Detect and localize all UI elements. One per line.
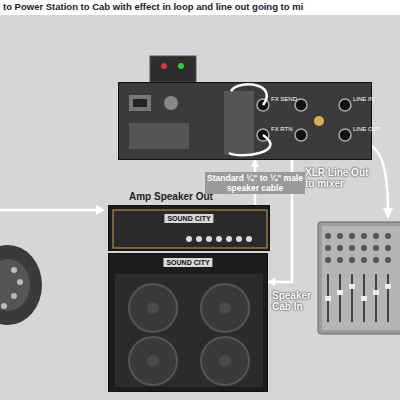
xlr-jack <box>314 116 324 126</box>
shape <box>337 245 343 251</box>
knob <box>186 236 192 242</box>
fuse <box>164 96 178 110</box>
knob <box>206 236 212 242</box>
title: to Power Station to Cab with effect in l… <box>3 1 303 13</box>
title-band <box>0 0 400 15</box>
logo: SOUND CITY <box>164 214 213 223</box>
led <box>178 63 184 69</box>
jack-label: FX RTN <box>271 126 293 133</box>
speaker-cap <box>147 302 159 314</box>
shape <box>337 233 343 239</box>
shape <box>325 245 331 251</box>
mixer <box>318 222 400 334</box>
shape <box>349 257 355 263</box>
speaker <box>201 337 249 385</box>
speaker-cap <box>147 355 159 367</box>
shape <box>337 290 343 295</box>
amp-head: Amp Speaker OutSOUND CITY <box>108 205 270 251</box>
shape <box>375 274 377 322</box>
jack-label: FX SEND <box>271 96 297 103</box>
arrow-head <box>383 208 393 219</box>
power-inlet <box>129 95 151 111</box>
shape <box>351 274 353 322</box>
loop-cable <box>231 84 267 105</box>
power-station-panel: FX SENDFX RTNLINE INLINE OUT <box>118 82 372 160</box>
shape <box>385 257 391 263</box>
heading: Amp Speaker Out <box>129 191 213 203</box>
grille <box>115 274 263 387</box>
logo: SOUND CITY <box>163 258 212 267</box>
speaker-cap <box>219 355 231 367</box>
jack-label: LINE OUT <box>353 126 381 133</box>
led <box>161 63 167 69</box>
callout-label: XLR Line Out to mixer <box>305 167 377 189</box>
knob <box>246 236 252 242</box>
top-box <box>150 56 196 82</box>
guitar <box>0 245 42 325</box>
shape <box>387 274 389 322</box>
guitar-cable <box>0 209 100 212</box>
jack <box>339 99 351 111</box>
shape <box>385 233 391 239</box>
shape <box>361 296 367 301</box>
edge-label: Standard ¼" to ¼" male speaker cable <box>205 172 305 194</box>
shape <box>385 284 391 289</box>
mixer-channels <box>325 233 391 322</box>
shape <box>337 257 343 263</box>
shape <box>325 257 331 263</box>
shape <box>361 245 367 251</box>
warning-plate <box>129 123 189 149</box>
jack <box>295 129 307 141</box>
vent <box>224 91 254 155</box>
node-art <box>109 254 269 393</box>
shape <box>349 284 355 289</box>
node-art <box>119 83 373 161</box>
knob <box>226 236 232 242</box>
callout-label: Speaker Cab In <box>272 290 322 312</box>
speaker <box>129 337 177 385</box>
loop-cable <box>229 135 270 155</box>
jack-label: LINE IN <box>353 96 374 103</box>
jack <box>339 129 351 141</box>
shape <box>373 245 379 251</box>
speaker-cab: SOUND CITY <box>108 253 268 392</box>
shape <box>373 233 379 239</box>
knob <box>216 236 222 242</box>
shape <box>325 296 331 301</box>
speaker-cap <box>219 302 231 314</box>
knob <box>236 236 242 242</box>
speaker <box>201 284 249 332</box>
shape <box>361 233 367 239</box>
knob <box>196 236 202 242</box>
shape <box>385 245 391 251</box>
shape <box>373 257 379 263</box>
shape <box>339 274 341 322</box>
head-face <box>113 210 267 248</box>
shape <box>349 245 355 251</box>
speaker <box>129 284 177 332</box>
node-art <box>109 206 271 252</box>
shape <box>349 233 355 239</box>
shape <box>325 233 331 239</box>
arrow-head <box>96 205 105 215</box>
shape <box>361 257 367 263</box>
shape <box>373 290 379 295</box>
shape <box>133 99 147 107</box>
